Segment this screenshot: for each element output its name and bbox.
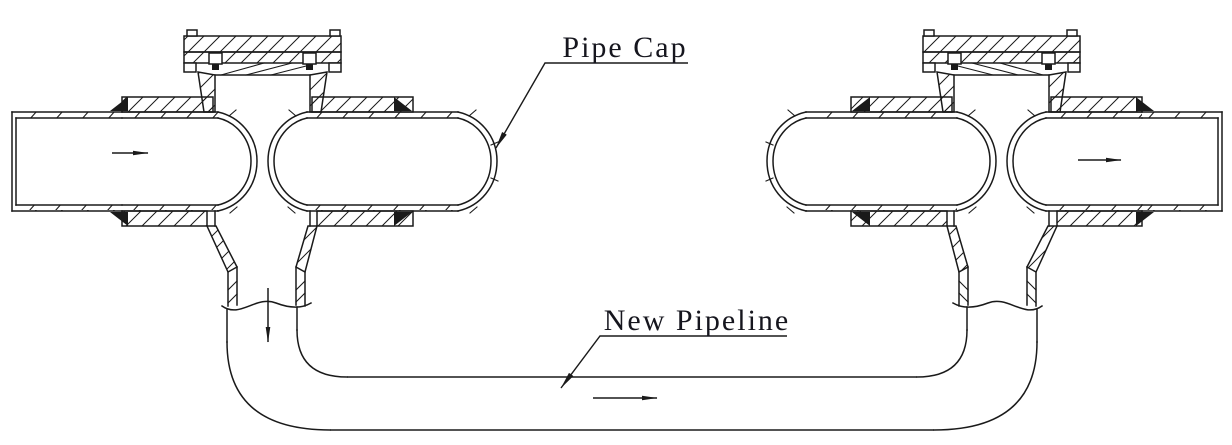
new-pipeline-label: New Pipeline xyxy=(604,304,790,337)
new-pipeline-leader xyxy=(560,335,787,389)
pipe-cap-label: Pipe Cap xyxy=(562,31,687,64)
right-carrier-pipe xyxy=(1141,111,1223,212)
tee-fitting-left xyxy=(109,29,499,431)
pipe-cap-leader xyxy=(495,62,688,149)
left-carrier-pipe xyxy=(11,111,123,212)
new-pipeline-run xyxy=(330,376,934,431)
leader-lines xyxy=(495,62,787,389)
flow-arrows xyxy=(112,150,1122,401)
tee-fitting-right xyxy=(765,29,1155,431)
